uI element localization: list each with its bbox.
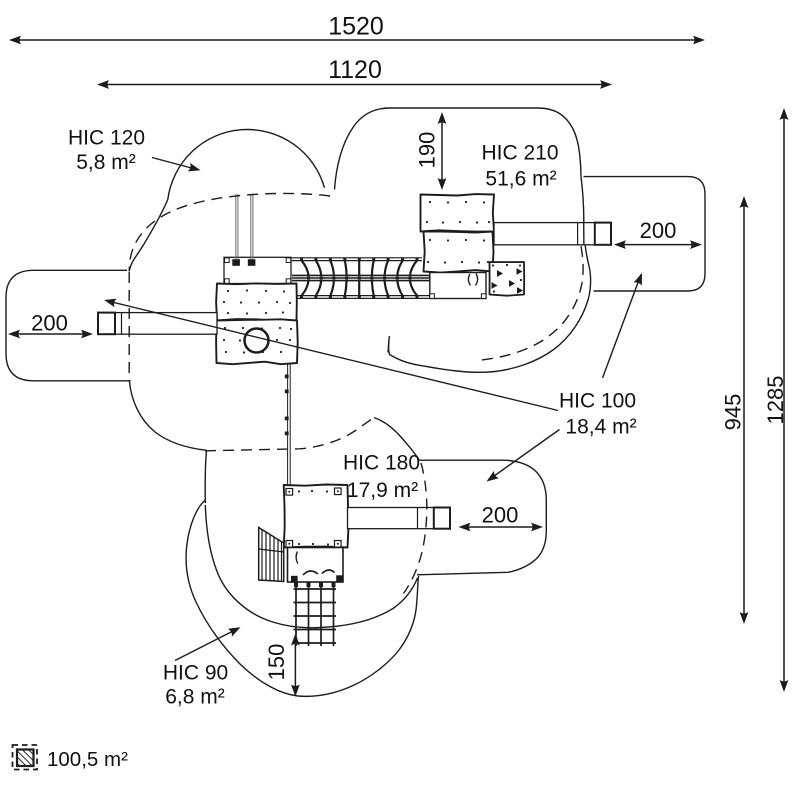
svg-text:HIC 120: HIC 120: [68, 127, 145, 150]
svg-text:200: 200: [482, 503, 519, 528]
svg-text:HIC 90: HIC 90: [163, 662, 228, 685]
svg-text:HIC 210: HIC 210: [481, 142, 558, 165]
svg-text:18,4 m²: 18,4 m²: [565, 416, 636, 439]
svg-text:150: 150: [264, 644, 289, 681]
svg-text:6,8 m²: 6,8 m²: [165, 686, 225, 709]
svg-text:100,5 m²: 100,5 m²: [47, 748, 128, 771]
svg-text:945: 945: [721, 394, 746, 431]
svg-text:200: 200: [640, 218, 677, 243]
svg-text:200: 200: [31, 311, 68, 336]
svg-text:5,8 m²: 5,8 m²: [76, 151, 136, 174]
svg-text:1520: 1520: [328, 13, 384, 41]
svg-text:1120: 1120: [328, 56, 382, 84]
svg-text:HIC 180: HIC 180: [343, 451, 420, 474]
svg-text:51,6 m²: 51,6 m²: [485, 168, 556, 191]
svg-text:190: 190: [415, 132, 440, 169]
svg-text:HIC 100: HIC 100: [559, 390, 636, 413]
svg-text:17,9 m²: 17,9 m²: [347, 479, 418, 502]
svg-text:1285: 1285: [763, 376, 788, 425]
